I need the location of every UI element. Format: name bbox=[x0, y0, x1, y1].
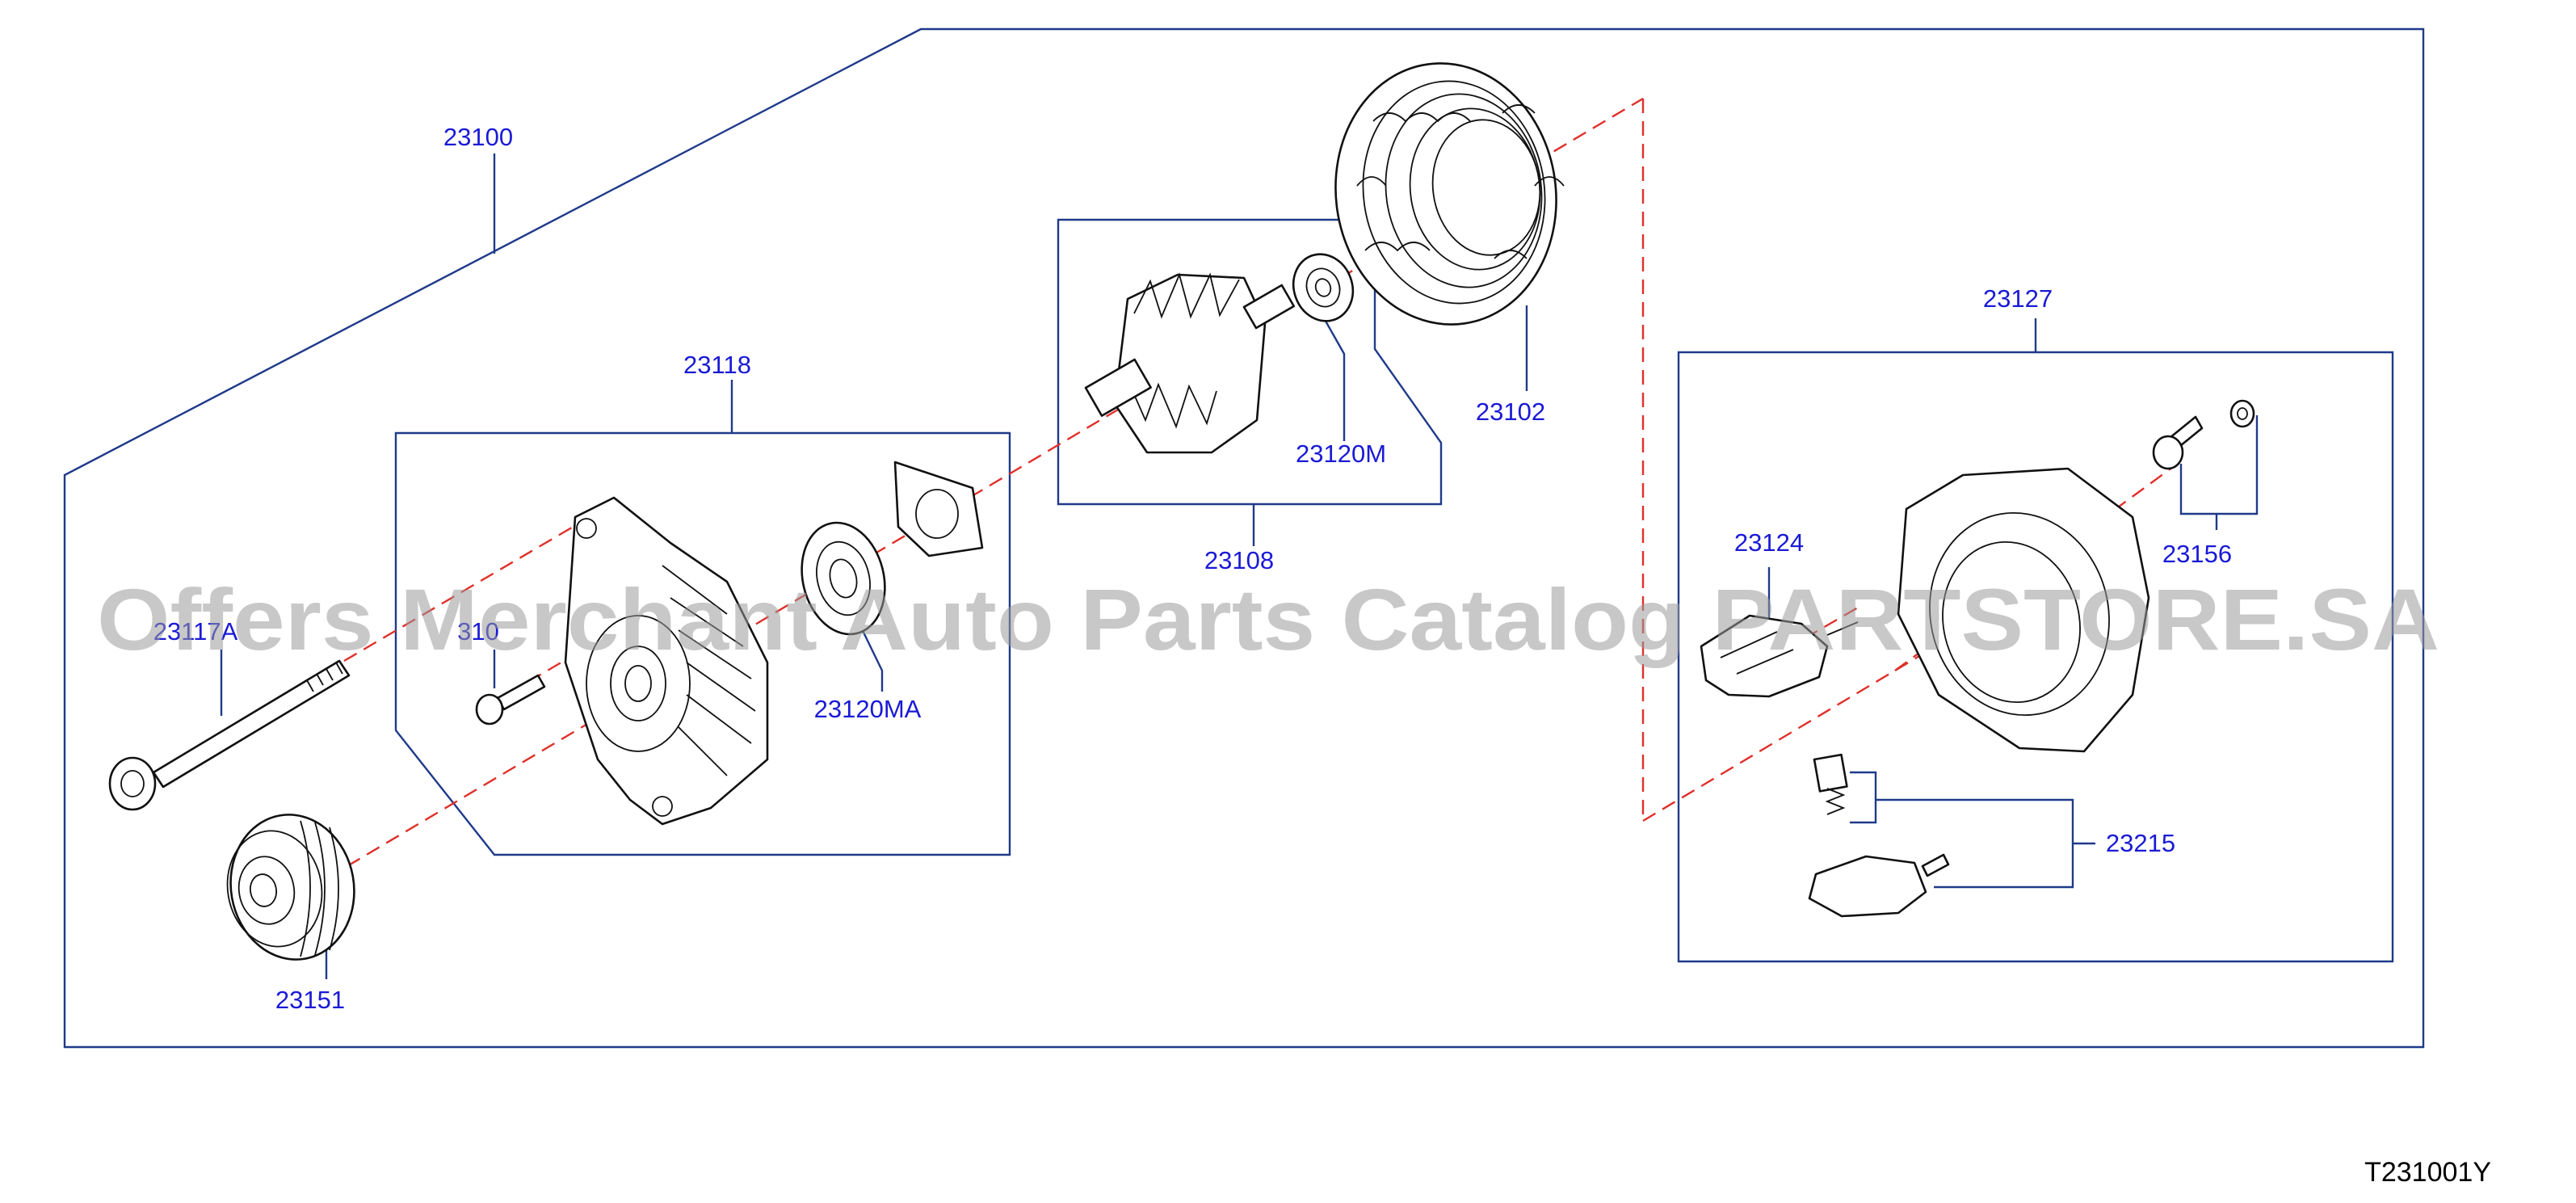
callout-regulator: 23124 bbox=[1734, 528, 1804, 557]
pulley-part bbox=[226, 814, 355, 961]
retainer-plate-part bbox=[893, 461, 984, 557]
callout-terminal-set: 23156 bbox=[2162, 540, 2232, 568]
callout-screw: 310 bbox=[457, 617, 499, 646]
callout-labels: 23100 23118 23102 23120M 23108 23127 231… bbox=[153, 123, 2232, 1014]
watermark-text: Offers Merchant Auto Parts Catalog PARTS… bbox=[97, 570, 2439, 668]
callout-through-bolt: 23117A bbox=[153, 617, 238, 646]
rear-cover-part bbox=[1897, 467, 2150, 753]
rear-cover-frame bbox=[1677, 351, 2394, 963]
rear-bearing-part bbox=[1292, 253, 1355, 322]
callout-rear-cover: 23127 bbox=[1983, 284, 2053, 313]
callout-pulley: 23151 bbox=[275, 986, 345, 1014]
brush-set-part bbox=[1808, 753, 1950, 918]
stator-part bbox=[1334, 62, 1565, 326]
front-cover-part bbox=[564, 496, 769, 826]
callout-alternator-assembly: 23100 bbox=[443, 123, 513, 151]
callout-rotor: 23108 bbox=[1204, 546, 1274, 574]
front-bearing-part bbox=[801, 521, 886, 636]
through-bolt-part bbox=[108, 659, 351, 811]
main-assembly-frame bbox=[63, 27, 2425, 1049]
regulator-part bbox=[1700, 614, 1859, 698]
callout-brush-set: 23215 bbox=[2106, 829, 2175, 857]
rotor-part bbox=[1084, 272, 1296, 454]
callout-front-bearing: 23120MA bbox=[814, 695, 922, 723]
terminal-set-part bbox=[2152, 399, 2255, 470]
axis-line-bolt bbox=[343, 515, 590, 662]
callout-front-cover: 23118 bbox=[683, 351, 751, 379]
diagram-code: T231001Y bbox=[2364, 1157, 2491, 1188]
callout-rear-bearing: 23120M bbox=[1296, 440, 1386, 468]
front-cover-frame bbox=[394, 431, 1011, 856]
callout-stator: 23102 bbox=[1476, 397, 1545, 426]
leader-lines bbox=[220, 154, 2259, 979]
screw-part bbox=[475, 674, 546, 726]
